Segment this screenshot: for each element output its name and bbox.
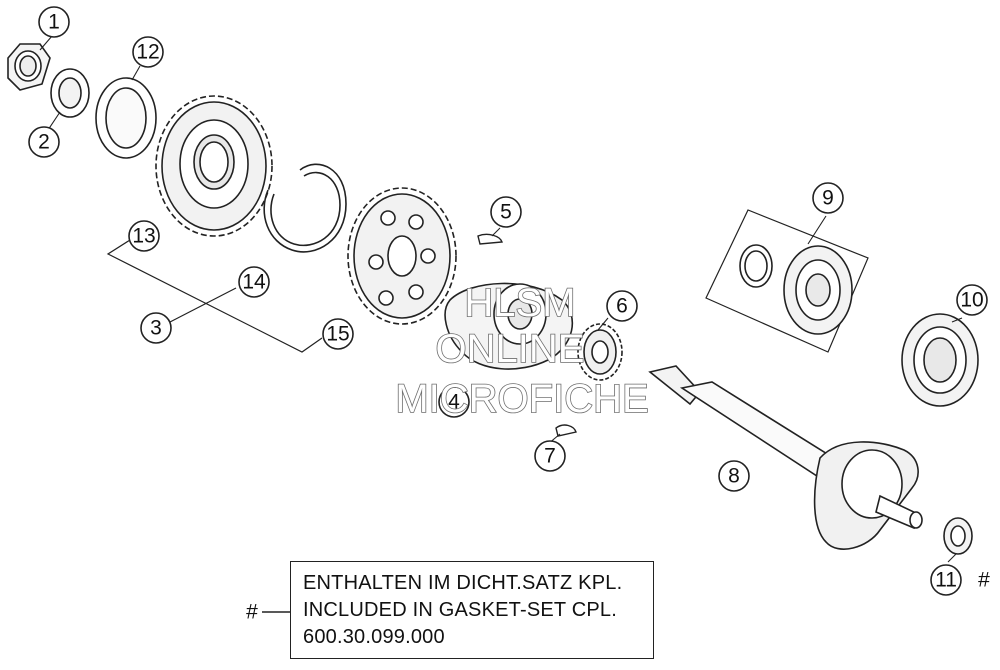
callout-14: 14 xyxy=(238,266,270,298)
callout-7: 7 xyxy=(534,440,566,472)
part-secondary-gear xyxy=(347,187,457,325)
svg-text:15: 15 xyxy=(326,323,349,346)
callout-3: 3 xyxy=(140,312,172,344)
part-thrust-washer xyxy=(95,77,157,159)
part-washer xyxy=(50,68,90,118)
callout-12: 12 xyxy=(132,36,164,68)
svg-text:8: 8 xyxy=(728,465,740,488)
watermark: HLSM ONLINE MICROFICHE xyxy=(395,280,650,422)
svg-text:10: 10 xyxy=(960,289,983,312)
callout-2: 2 xyxy=(28,126,60,158)
svg-text:6: 6 xyxy=(616,295,628,318)
callout-1: 1 xyxy=(38,6,70,38)
note-line-german: ENTHALTEN IM DICHT.SATZ KPL. xyxy=(303,572,623,594)
note-line-part-number: 600.30.099.000 xyxy=(303,626,445,648)
callout-5: 5 xyxy=(490,196,522,228)
svg-text:4: 4 xyxy=(448,391,460,414)
part-key-lower xyxy=(555,424,577,437)
svg-text:13: 13 xyxy=(132,225,155,248)
part-circlip xyxy=(263,163,347,253)
part-balancer-shaft xyxy=(648,365,923,550)
callout-15: 15 xyxy=(322,318,354,350)
callout-8: 8 xyxy=(718,460,750,492)
hash-mark-note: # xyxy=(246,601,258,624)
svg-text:1: 1 xyxy=(48,11,60,34)
part-pinion xyxy=(577,323,623,381)
callout-6: 6 xyxy=(606,290,638,322)
callout-9: 9 xyxy=(812,182,844,214)
gasket-set-note: ENTHALTEN IM DICHT.SATZ KPL. INCLUDED IN… xyxy=(290,561,654,659)
part-balancer-gear xyxy=(444,282,574,370)
callout-bracket xyxy=(106,239,323,353)
part-drive-gear xyxy=(155,95,273,237)
part-needle-bearing xyxy=(901,313,979,407)
svg-text:7: 7 xyxy=(544,445,556,468)
callout-4: 4 xyxy=(438,386,470,418)
part-bushing xyxy=(943,517,973,555)
svg-text:5: 5 xyxy=(500,201,512,224)
note-line-english: INCLUDED IN GASKET-SET CPL. xyxy=(303,599,617,621)
callout-11: 11 xyxy=(930,564,962,596)
svg-text:12: 12 xyxy=(136,41,159,64)
part-nut xyxy=(7,43,51,91)
svg-text:HLSM: HLSM xyxy=(464,281,575,325)
part-bearing-kit xyxy=(705,209,869,353)
svg-text:ONLINE: ONLINE xyxy=(436,327,585,371)
hash-mark-part-11: # xyxy=(978,569,990,592)
callout-10: 10 xyxy=(956,284,988,316)
svg-text:2: 2 xyxy=(38,131,50,154)
leader-lines xyxy=(39,35,963,563)
part-key-upper xyxy=(477,233,503,245)
svg-text:MICROFICHE: MICROFICHE xyxy=(395,377,648,421)
svg-text:14: 14 xyxy=(242,271,266,294)
callout-13: 13 xyxy=(128,220,160,252)
svg-text:9: 9 xyxy=(822,187,834,210)
svg-text:11: 11 xyxy=(935,569,957,592)
svg-text:3: 3 xyxy=(150,317,162,340)
